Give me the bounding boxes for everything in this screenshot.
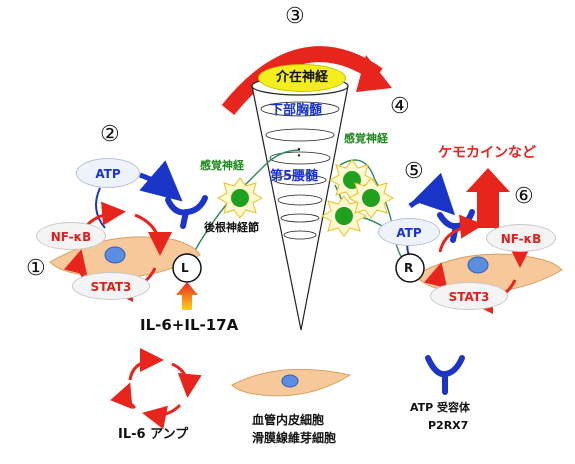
right-nfkb-bubble: NF-κB — [486, 224, 556, 252]
left-stat3-label: STAT3 — [90, 280, 132, 294]
chemokine-label: ケモカインなど — [438, 145, 536, 161]
right-stat3-label: STAT3 — [448, 290, 490, 304]
step-1-number: ① — [26, 256, 46, 281]
legend-cell-line1: 血管内皮細胞 — [252, 413, 325, 427]
spinal-ellipsis: ： — [296, 145, 309, 159]
legend-amp-loop — [110, 348, 202, 430]
gateway-label: 介在神経 — [258, 64, 346, 92]
stimulus-up-arrow — [176, 282, 198, 310]
right-atp-label: ATP — [396, 226, 422, 240]
left-nfkb-label: NF-κB — [50, 230, 92, 244]
left-sensory-neuron — [216, 177, 264, 219]
step-4-number: ④ — [390, 94, 410, 119]
step-2-number: ② — [100, 122, 120, 147]
legend-receptor-line2: P2RX7 — [428, 419, 469, 432]
left-l-label: L — [181, 261, 189, 275]
step-6-number: ⑥ — [514, 184, 534, 209]
legend-cell-shape — [231, 368, 352, 397]
spinal-bottom-label: 第5腰髄 — [270, 169, 319, 184]
left-stat3-bubble: STAT3 — [72, 272, 150, 300]
right-sensory-neurons — [320, 159, 395, 237]
right-r-node — [395, 253, 425, 283]
chemokine-up-arrow — [466, 168, 510, 228]
left-atp-bubble: ATP — [76, 158, 140, 188]
right-atp-bubble: ATP — [378, 218, 440, 246]
left-nfkb-bubble: NF-κB — [36, 222, 106, 250]
left-atp-label: ATP — [95, 167, 121, 181]
right-nfkb-label: NF-κB — [500, 232, 542, 246]
stimulus-label: IL-6+IL-17A — [140, 316, 239, 334]
gateway-curved-arrow — [221, 46, 392, 116]
right-stat3-bubble: STAT3 — [430, 282, 508, 310]
left-atp-release-line — [95, 187, 106, 229]
right-atp-arrow — [408, 172, 456, 216]
legend-amp-label: IL-6 アンプ — [118, 427, 189, 442]
legend-receptor-line1: ATP 受容体 — [410, 401, 471, 414]
left-p2rx7-receptor — [165, 195, 208, 229]
left-atp-arrow — [139, 160, 183, 202]
spinal-top-label: 下部胸髄 — [270, 103, 323, 118]
legend-receptor-shape — [425, 355, 465, 395]
drg-label: 後根神経節 — [204, 221, 259, 234]
right-sensory-nerve-label: 感覚神経 — [344, 132, 388, 145]
step-3-number: ③ — [285, 4, 305, 29]
step-5-number: ⑤ — [404, 159, 424, 184]
right-r-label: R — [404, 261, 414, 275]
left-sensory-nerve-label: 感覚神経 — [200, 159, 244, 172]
legend-cell-line2: 滑膜線維芽細胞 — [252, 431, 337, 445]
